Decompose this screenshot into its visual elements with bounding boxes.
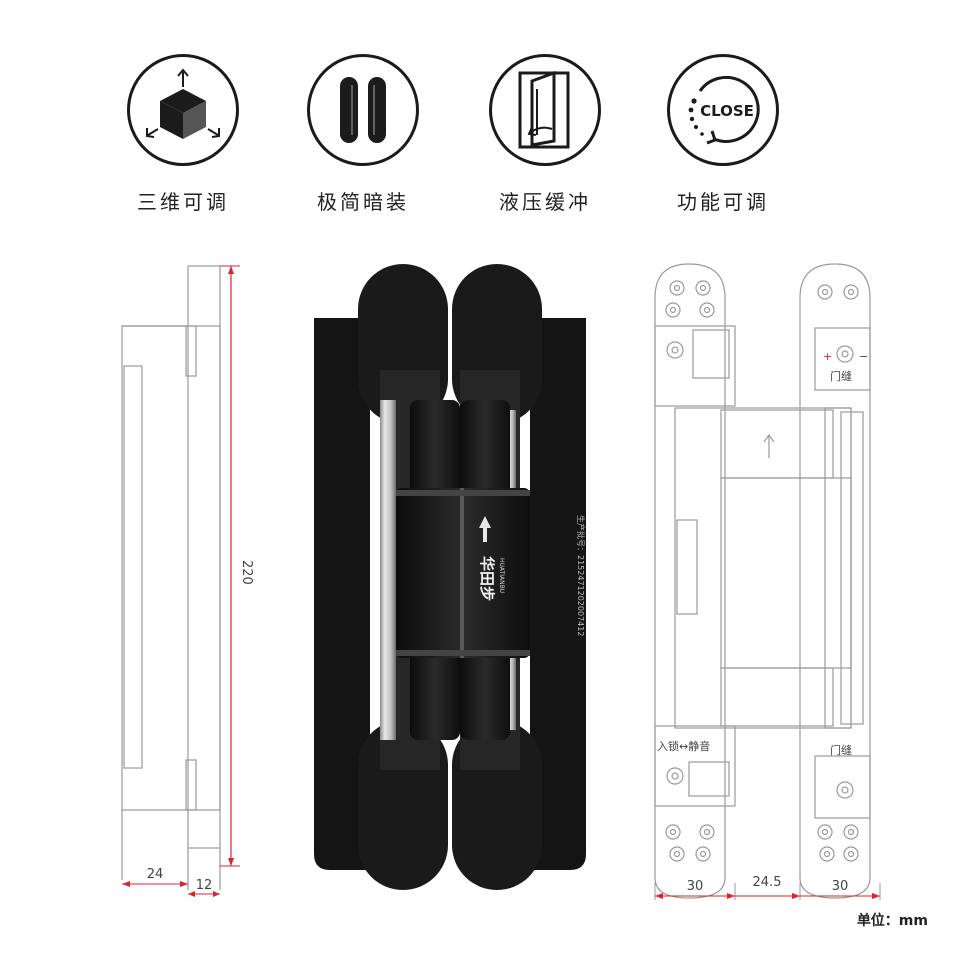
close-icon-text: CLOSE bbox=[700, 102, 754, 120]
feature-hydraulic: 液压缓冲 bbox=[455, 54, 635, 215]
concealed-slots-icon bbox=[307, 54, 419, 166]
feature-label: 极简暗装 bbox=[317, 190, 409, 214]
width-dimension: 30 bbox=[832, 879, 849, 894]
width-dimension: 30 bbox=[687, 879, 704, 894]
front-view-drawing: 门缝 + − 入锁↔静音 门缝 30 24.5 30 bbox=[654, 263, 881, 900]
feature-label: 功能可调 bbox=[677, 190, 769, 214]
close-function-icon: CLOSE bbox=[667, 54, 779, 166]
feature-concealed: 极简暗装 bbox=[273, 54, 453, 215]
feature-label: 液压缓冲 bbox=[499, 190, 591, 214]
gap-label-top: 门缝 bbox=[830, 369, 852, 383]
feature-function: CLOSE 功能可调 bbox=[633, 54, 813, 215]
unit-note: 单位：mm bbox=[856, 913, 928, 929]
serial-number: 生产批号：2152471202007412 bbox=[576, 515, 586, 636]
door-closing-icon bbox=[489, 54, 601, 166]
brand-logo-en: HUATIANBU bbox=[498, 558, 505, 593]
feature-adjustable: 三维可调 bbox=[93, 54, 273, 215]
adjustable-cube-icon bbox=[127, 54, 239, 166]
height-dimension: 220 bbox=[239, 560, 254, 585]
gap-label-bottom: 门缝 bbox=[830, 743, 852, 757]
width-dimension: 24 bbox=[147, 867, 164, 882]
hinge-product-image: 华田步 HUATIANBU 生产批号：2152471202007412 bbox=[314, 264, 586, 890]
width-dimension: 24.5 bbox=[753, 875, 782, 890]
plus-mark: + bbox=[823, 350, 832, 363]
lock-mute-label: 入锁↔静音 bbox=[657, 739, 710, 753]
feature-label: 三维可调 bbox=[137, 190, 229, 214]
width-dimension: 12 bbox=[196, 878, 213, 893]
minus-mark: − bbox=[859, 350, 868, 363]
brand-logo: 华田步 bbox=[478, 556, 496, 601]
side-view-drawing: 220 24 12 bbox=[121, 265, 254, 897]
